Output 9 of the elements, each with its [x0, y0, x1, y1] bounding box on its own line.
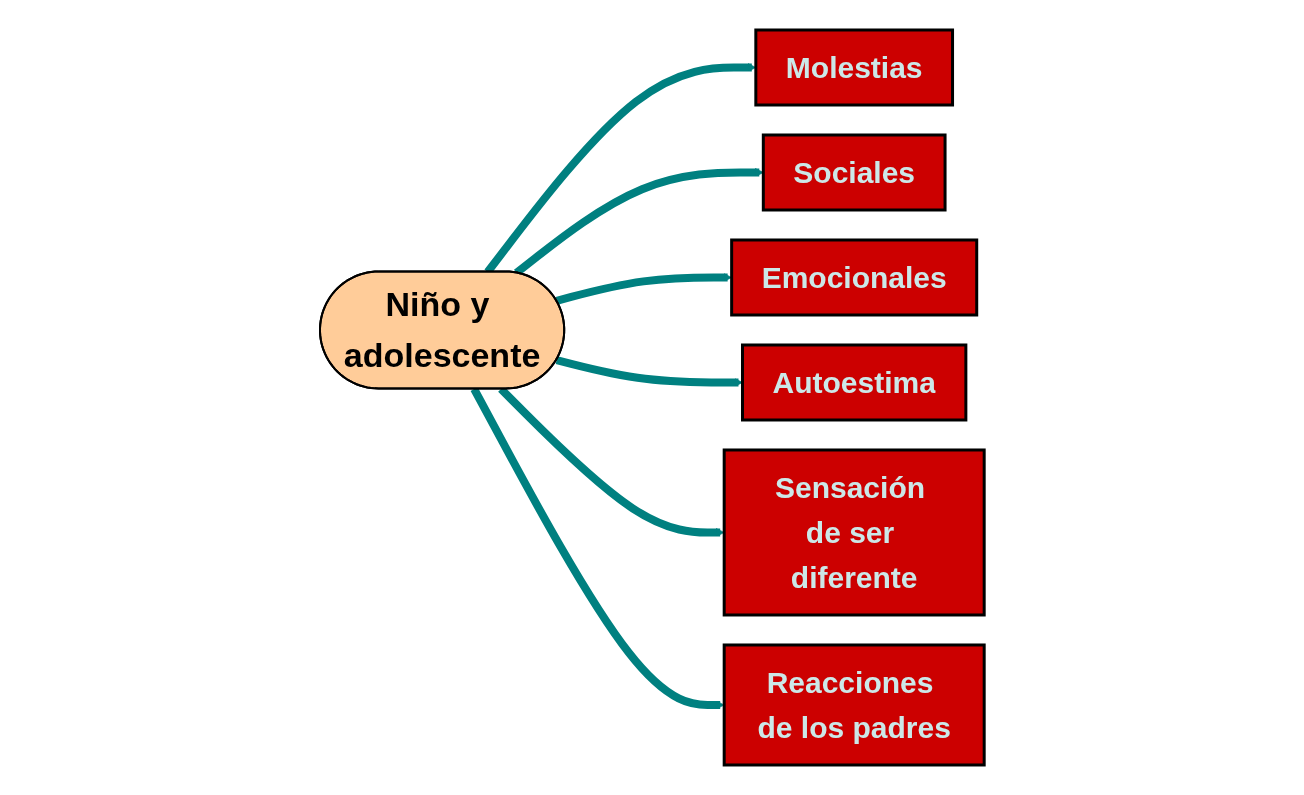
node-box: Sociales [761, 133, 947, 212]
arrow [555, 273, 732, 305]
node-box: Reacciones de los padres [722, 643, 986, 767]
node-box: Autoestima [740, 343, 968, 422]
arrow [470, 387, 725, 710]
node-box: Emocionales [730, 238, 979, 317]
node-box: Molestias [754, 28, 954, 107]
arrow [555, 356, 743, 387]
node-box: Sensación de ser diferente [722, 448, 986, 617]
